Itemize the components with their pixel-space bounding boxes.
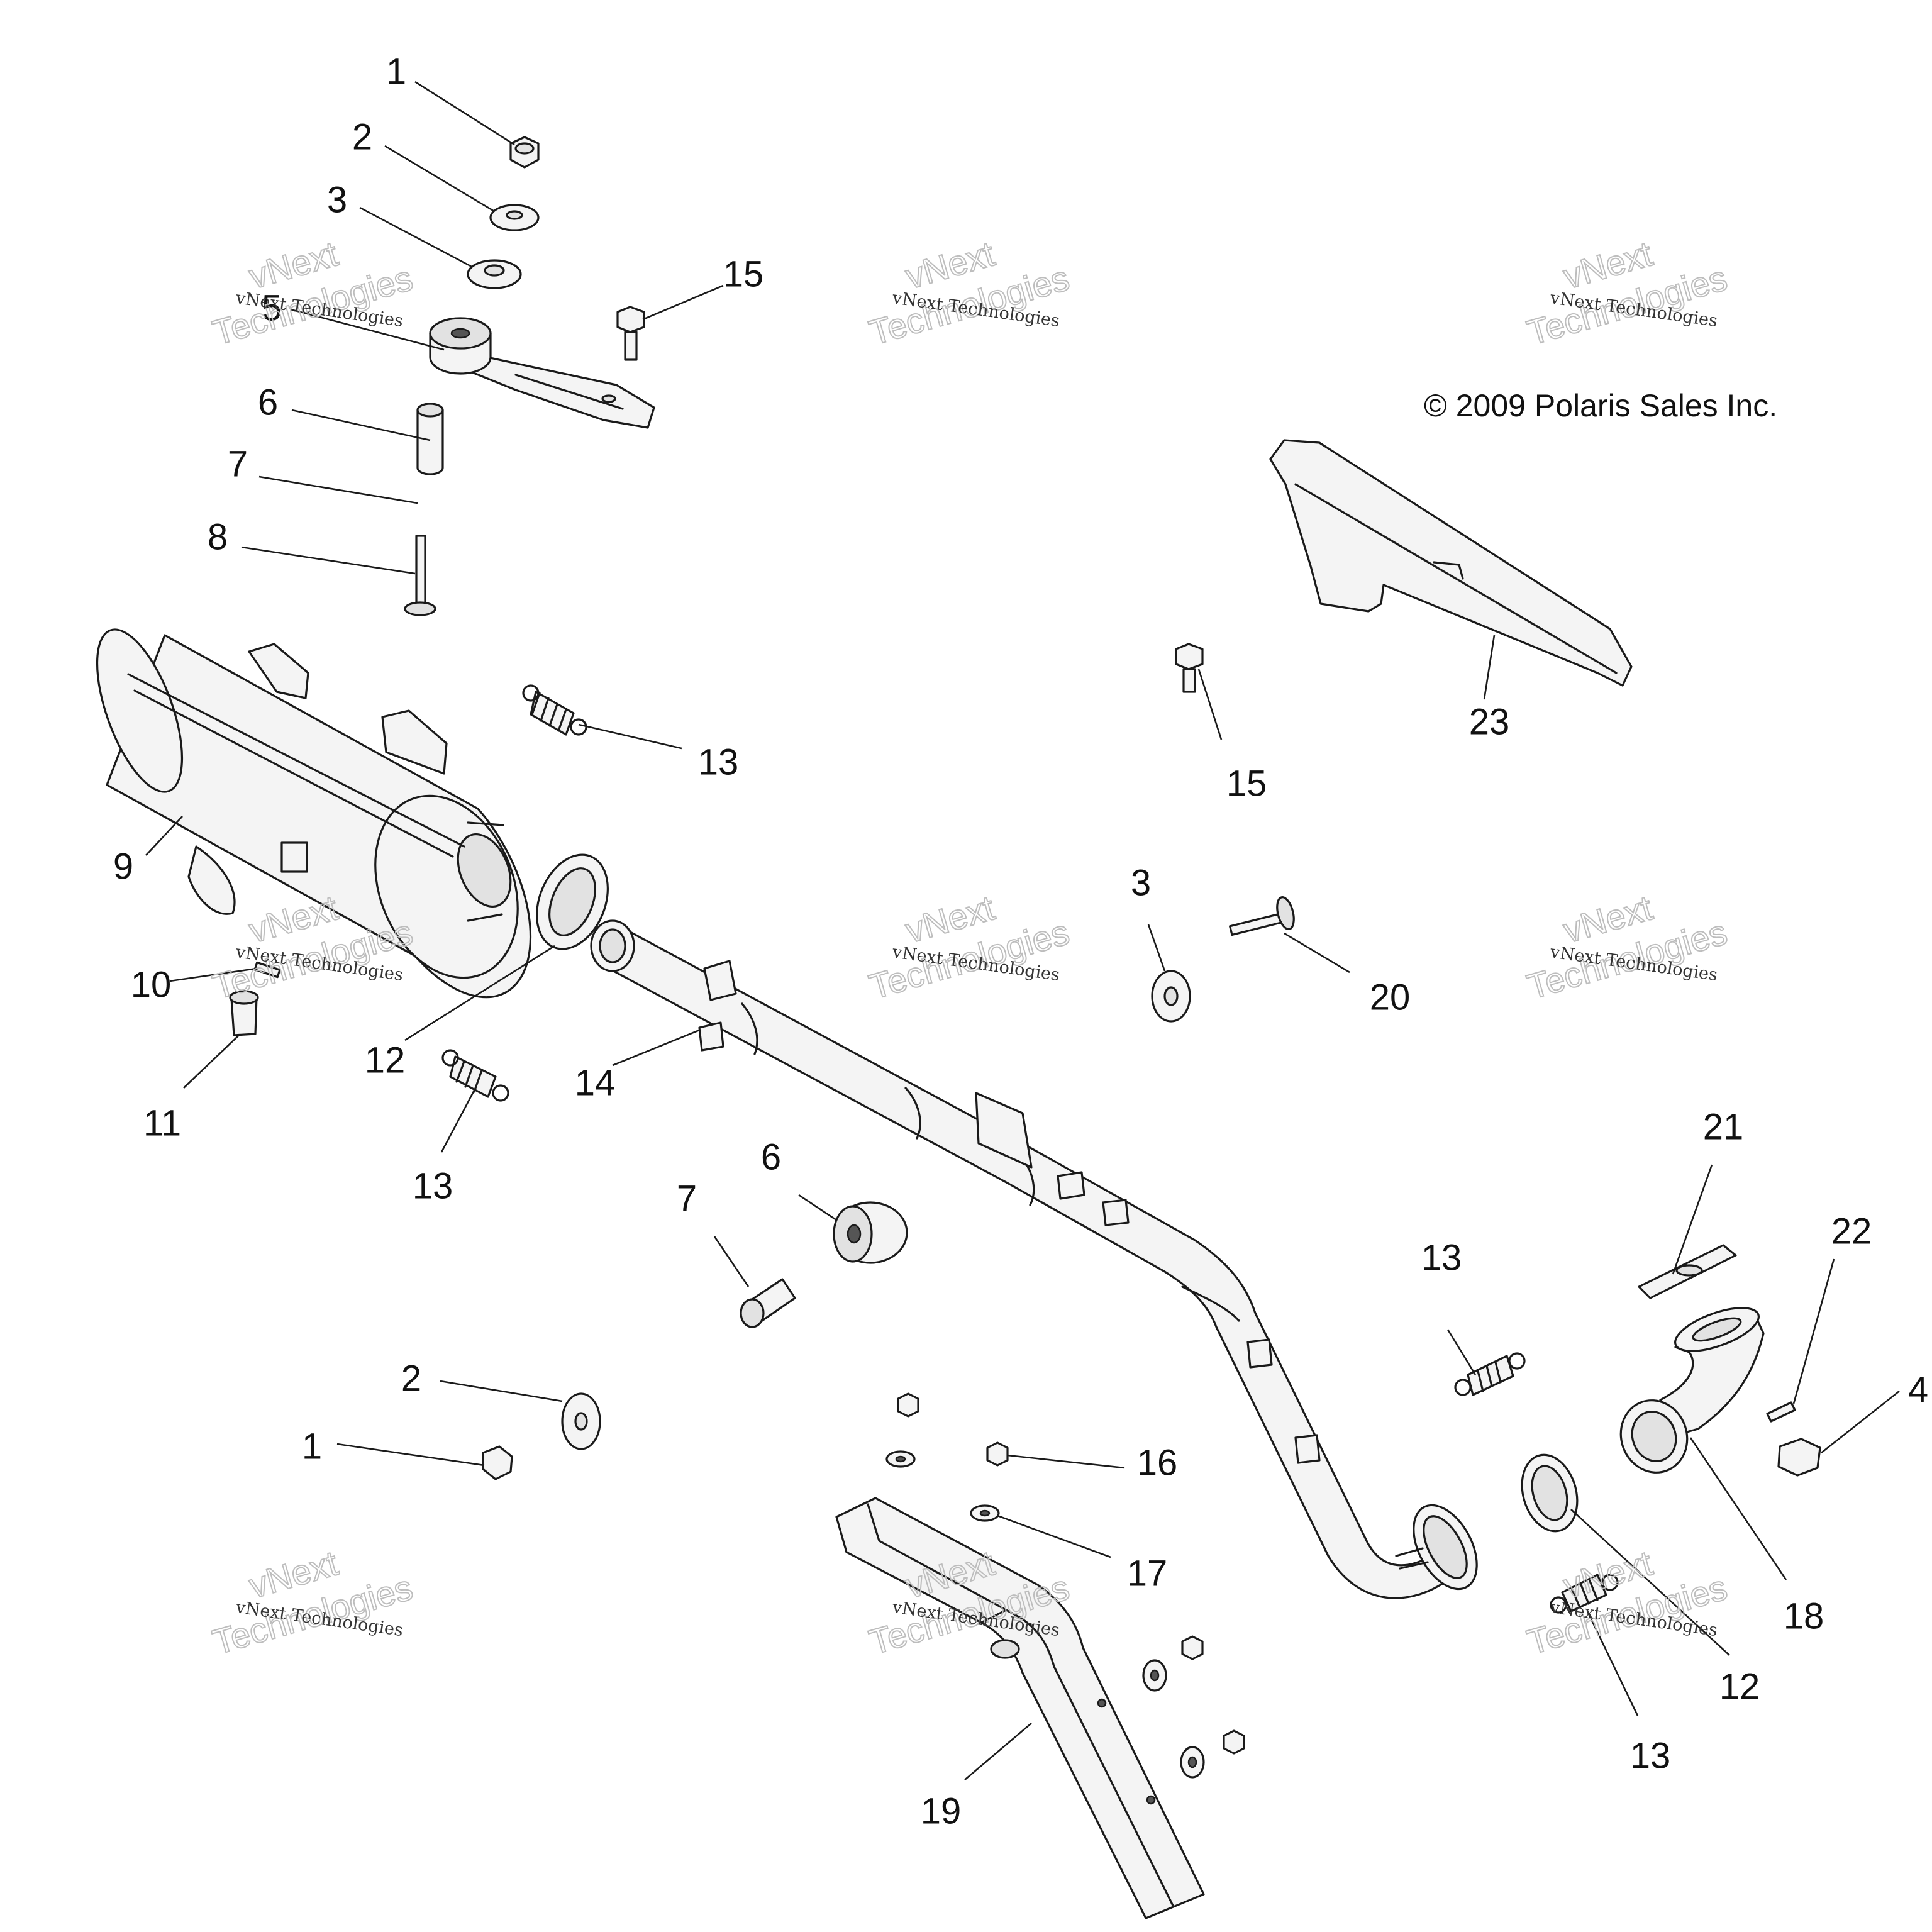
- part-21-flange-gasket: [1638, 1244, 1737, 1299]
- part-1-nut-bottom: [482, 1445, 513, 1480]
- callout-13: 13: [1421, 1237, 1462, 1278]
- callout-23: 23: [1469, 701, 1510, 742]
- part-23-heat-shield: [1269, 439, 1633, 687]
- part-3-washer-right: [1151, 970, 1191, 1023]
- callout-6: 6: [761, 1136, 781, 1177]
- part-8-bolt: [404, 535, 436, 616]
- part-12-gasket-top: [536, 853, 609, 950]
- callout-9: 9: [113, 846, 133, 887]
- callout-numbers: 1 2 3 5 15 6 7 8 13 9 10 11 12 13 14 23 …: [113, 51, 1928, 1831]
- callout-6: 6: [258, 382, 278, 423]
- part-22-stud: [1766, 1401, 1796, 1423]
- callout-2: 2: [352, 116, 372, 157]
- callout-10: 10: [131, 964, 172, 1005]
- watermark-bottom-right: vNext Technologies: [1522, 1542, 1732, 1662]
- part-11-screw: [229, 990, 259, 1036]
- part-14-exhaust-pipe: [590, 919, 1478, 1599]
- part-17-washers: [886, 1450, 1205, 1779]
- part-10-pin: [253, 961, 281, 979]
- part-18-header-pipe: [1619, 1307, 1765, 1474]
- callout-18: 18: [1784, 1596, 1824, 1636]
- callout-12: 12: [365, 1040, 406, 1080]
- watermark-mid-mid: vNext Technologies: [864, 887, 1074, 1007]
- part-19-heat-shield-bottom: [835, 1497, 1205, 1919]
- callout-17: 17: [1127, 1553, 1168, 1594]
- part-13-spring-top: [522, 684, 587, 736]
- callout-11: 11: [143, 1102, 181, 1143]
- callout-4: 4: [1908, 1369, 1928, 1410]
- callout-1: 1: [386, 51, 406, 92]
- watermark-bottom-left: vNext Technologies: [208, 1542, 418, 1662]
- part-2-washer-bottom: [561, 1392, 601, 1450]
- callout-22: 22: [1831, 1211, 1872, 1252]
- callout-19: 19: [921, 1790, 962, 1831]
- watermark-top-right: vNext Technologies: [1522, 233, 1732, 353]
- part-2-washer-top: [489, 204, 540, 231]
- part-7-spacer-top: [416, 402, 444, 475]
- callout-3: 3: [327, 179, 347, 220]
- part-13-spring-bottom: [1550, 1574, 1619, 1614]
- part-7-spacer-mid: [740, 1278, 796, 1328]
- callout-5: 5: [262, 287, 282, 328]
- callout-3: 3: [1131, 862, 1151, 903]
- callout-15: 15: [1226, 763, 1267, 804]
- callout-13: 13: [413, 1165, 453, 1206]
- watermark-mid-right: vNext Technologies: [1522, 887, 1732, 1007]
- part-1-nut-top: [509, 136, 540, 169]
- callout-21: 21: [1703, 1106, 1744, 1147]
- part-13-spring-right: [1454, 1352, 1526, 1396]
- copyright-text: © 2009 Polaris Sales Inc.: [1424, 388, 1777, 423]
- callout-13: 13: [1630, 1735, 1671, 1776]
- callout-7: 7: [677, 1178, 697, 1219]
- part-15-bolt-right: [1175, 643, 1204, 693]
- part-15-bolt-top: [616, 306, 645, 361]
- callout-16: 16: [1137, 1442, 1178, 1483]
- callout-12: 12: [1719, 1666, 1760, 1707]
- part-3-washer-top: [467, 259, 522, 289]
- part-4-nut: [1777, 1438, 1821, 1477]
- callout-13: 13: [698, 741, 739, 782]
- callout-14: 14: [575, 1062, 616, 1103]
- part-12-gasket-right: [1521, 1453, 1579, 1533]
- watermark-top-mid: vNext Technologies: [864, 233, 1074, 353]
- leader-lines: [145, 80, 1900, 1780]
- part-9-muffler: [96, 628, 532, 999]
- part-6-grommet-mid: [833, 1201, 908, 1264]
- callout-2: 2: [401, 1358, 421, 1399]
- callout-1: 1: [302, 1426, 322, 1467]
- part-6-grommet-top: [429, 317, 492, 375]
- callout-8: 8: [208, 516, 228, 557]
- callout-20: 20: [1370, 977, 1411, 1018]
- part-13-spring-mid: [441, 1049, 509, 1102]
- part-16-bolts: [897, 1392, 1245, 1755]
- part-20-bolt: [1229, 896, 1295, 936]
- watermark-top-left: vNext Technologies: [208, 233, 418, 353]
- callout-7: 7: [228, 443, 248, 484]
- callout-15: 15: [723, 253, 764, 294]
